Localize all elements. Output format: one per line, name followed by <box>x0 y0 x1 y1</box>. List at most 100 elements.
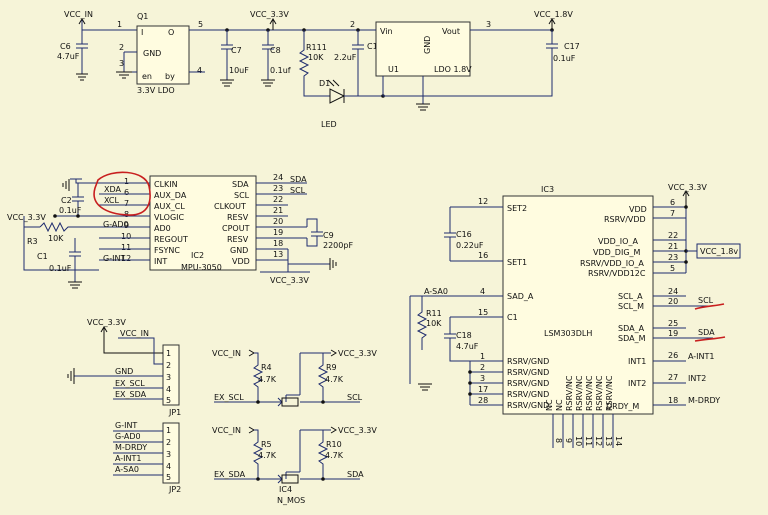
c7-value: 10uF <box>229 66 249 75</box>
junction-dot <box>684 260 688 264</box>
jp2-pin-num: 3 <box>166 450 171 459</box>
shifter-v33-label-1: VCC_3.3V <box>338 349 377 358</box>
ic3-pin-name: RSRV/GND <box>507 368 549 377</box>
ic3-section: IC3 LSM303DLH SET2 SET1 SAD_A C1 RSRV/GN… <box>409 183 741 448</box>
c7-symbol <box>221 30 233 80</box>
jp2-pin-num: 1 <box>166 426 171 435</box>
arrow-icon <box>330 426 337 434</box>
ic2-pin-name: GND <box>230 246 248 255</box>
ic2-pin-num: 19 <box>273 228 283 237</box>
ic3-pin-num: 12 <box>594 436 603 446</box>
ic3-pin-name: SET1 <box>507 258 527 267</box>
ic2-pin-name: CLKIN <box>154 180 178 189</box>
u1-pin-vout: Vout <box>442 27 460 36</box>
c16-value: 0.22uF <box>456 241 484 250</box>
gnd-icon <box>116 71 132 79</box>
junction-dot <box>53 214 57 218</box>
net-aint1-label: A-INT1 <box>688 352 715 361</box>
r3-value: 10K <box>48 234 64 243</box>
gnd-icon <box>62 179 70 191</box>
vcc-in-arrow-icon <box>78 18 86 25</box>
ic3-pin-name: RSRV/VDD <box>604 215 646 224</box>
ic3-pin-name: SDA_A <box>618 324 645 333</box>
ic3-pin-name: RSRV/NC <box>565 375 574 411</box>
c9-symbol <box>306 218 323 247</box>
vcc-1v8-arrow-icon <box>548 18 556 30</box>
r111-ref: R111 <box>306 43 327 52</box>
q1-pin-en: en <box>142 72 152 81</box>
ic3-pin-name: RSRV/GND <box>507 401 549 410</box>
ic2-left-pins: CLKIN AUX_DA AUX_CL VLOGIC AD0 REGOUT FS… <box>55 177 188 266</box>
jp2-pin-num: 4 <box>166 462 171 471</box>
u1-body <box>375 21 471 77</box>
u1-pin-num-2: 2 <box>350 20 355 29</box>
u1-ref: U1 <box>388 65 399 74</box>
net-xcl-label: XCL <box>104 196 119 205</box>
level-shifter-section: VCC_IN R4 4.7K VCC_3.3V R9 4.7K EX_SCL S… <box>212 349 377 505</box>
ic2-pin-num: 12 <box>121 254 131 263</box>
ic3-pin-name: RSRV/GND <box>507 357 549 366</box>
ic2-value: MPU-3050 <box>181 263 222 272</box>
ic3-pin-name: RSRV/NC <box>595 375 604 411</box>
jp1-vcc-label: VCC_3.3V <box>87 318 126 327</box>
ic3-v18-label: VCC_1.8v <box>700 247 738 256</box>
junction-dot <box>321 400 325 404</box>
ic4-ref: IC4 <box>279 485 292 494</box>
ic3-pin-num: 10 <box>574 436 583 446</box>
q1-pin-i: I <box>141 28 143 37</box>
ic2-pin-num: 6 <box>124 188 129 197</box>
junction-dot <box>468 370 472 374</box>
c6-ref: C6 <box>60 42 71 51</box>
jp2-net: M-DRDY <box>115 443 147 452</box>
ic3-pin-num: 24 <box>668 287 678 296</box>
ic3-pin-num: 6 <box>670 198 675 207</box>
ic3-bottom-wires <box>552 414 614 448</box>
ic3-pin-name: SAD_A <box>507 292 534 301</box>
vcc-1v8-port <box>686 243 741 259</box>
ic3-pin-num: 7 <box>670 209 675 218</box>
c7-ref: C7 <box>231 46 242 55</box>
r3-symbol <box>23 216 99 271</box>
c8-symbol <box>262 30 274 80</box>
ic2-pin-name: AD0 <box>154 224 171 233</box>
ic2-section: IC2 MPU-3050 CLKIN AUX_DA AUX_CL VLOGIC … <box>7 173 353 289</box>
ic3-pin-name: RSRV/GND <box>507 390 549 399</box>
q1-pin-num-4: 4 <box>197 66 202 75</box>
c6-value: 4.7uF <box>57 52 80 61</box>
gnd-icon <box>416 103 430 111</box>
ic3-pin-num: 15 <box>478 308 488 317</box>
ic3-pin-num: 25 <box>668 319 678 328</box>
c2-symbol <box>72 183 84 216</box>
gnd-icon <box>261 79 275 87</box>
ic2-net-scl: SCL <box>290 186 306 195</box>
q1-pin-num-2: 2 <box>119 43 124 52</box>
jp1-pin-num: 1 <box>166 349 171 358</box>
clkin-wire <box>70 178 99 184</box>
ic3-pin-name: RSRV/NC <box>585 375 594 411</box>
ic2-pin-num: 18 <box>273 239 283 248</box>
shifter-vin-label-2: VCC_IN <box>212 426 241 435</box>
gnd-icon <box>329 258 337 270</box>
arrow-icon <box>330 349 337 357</box>
q1-body <box>136 25 190 85</box>
ic3-pin-name: SCL_A <box>618 292 643 301</box>
junction-dot <box>76 214 80 218</box>
ic4-value: N_MOS <box>277 496 305 505</box>
ic2-pin-name: VLOGIC <box>154 213 185 222</box>
ic3-pin-num: 1 <box>480 352 485 361</box>
ic2-pin-name: SDA <box>232 180 249 189</box>
gnd-icon <box>67 368 75 384</box>
c18-symbol <box>444 317 470 362</box>
ic3-pin-num: 11 <box>584 436 593 446</box>
c1-ref: C1 <box>37 252 48 261</box>
c8-ref: C8 <box>270 46 281 55</box>
ic3-pin-num: 27 <box>668 373 678 382</box>
net-xda-label: XDA <box>104 185 122 194</box>
ic3-sda-label: SDA <box>698 328 715 337</box>
q1-pin-gnd: GND <box>143 49 161 58</box>
r9-ref: R9 <box>326 363 337 372</box>
r4-ref: R4 <box>261 363 272 372</box>
led-icon <box>329 88 346 104</box>
d1-value: LED <box>321 120 337 129</box>
